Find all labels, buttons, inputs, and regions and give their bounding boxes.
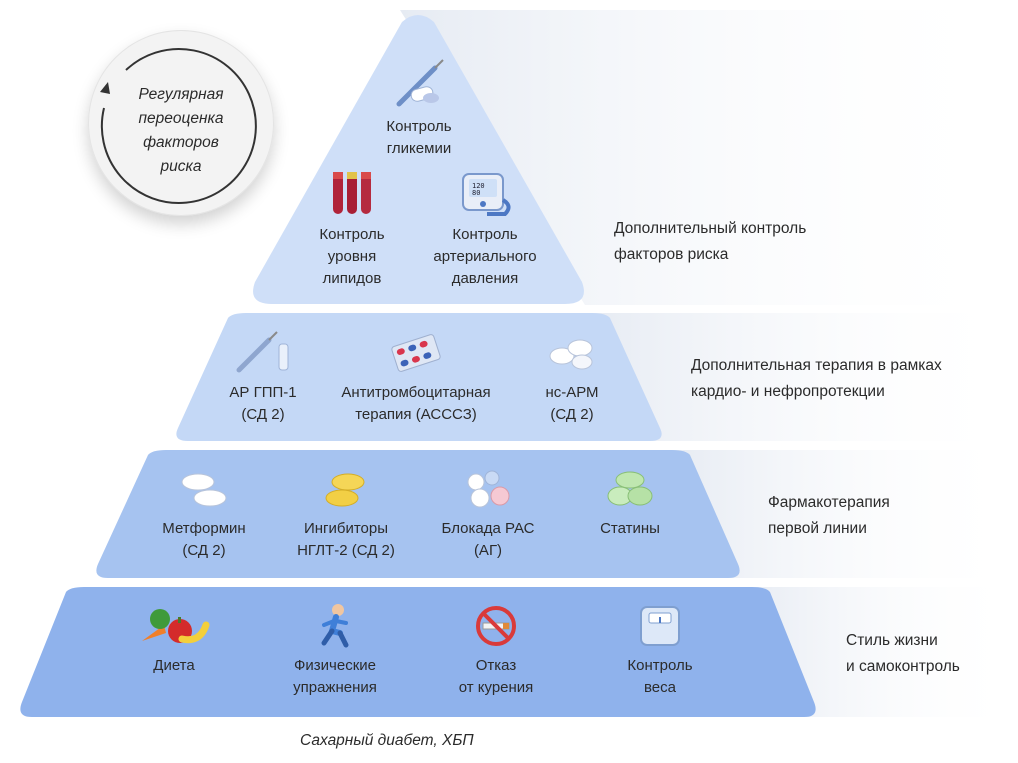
- item-label: Блокада РАС (АГ): [441, 520, 535, 559]
- white-pills-icon: [549, 339, 593, 370]
- item-glycemia: Контроль гликемии: [344, 58, 494, 160]
- item-antiplatelet: Антитромбоцитарная терапия (АСССЗ): [341, 330, 491, 426]
- glucose-syringe-icon: [396, 59, 444, 107]
- tier-top: [253, 15, 584, 304]
- item-label: Метформин (СД 2): [162, 520, 246, 559]
- green-tablets-icon: [607, 471, 653, 506]
- svg-text:120: 120: [472, 182, 485, 190]
- side-label-second: Дополнительная терапия в рамках кардио- …: [691, 357, 942, 400]
- mixed-pills-icon: [467, 470, 510, 508]
- item-label: Ингибиторы НГЛТ-2 (СД 2): [297, 520, 395, 559]
- tier-second: [176, 313, 662, 441]
- band-top: [400, 10, 1018, 305]
- item-label: АР ГПП-1 (СД 2): [229, 384, 297, 423]
- pyramid-caption: Сахарный диабет, ХБП: [300, 732, 474, 749]
- item-label: Контроль уровня липидов: [319, 226, 385, 287]
- blood-pressure-monitor-icon: 120 80: [462, 173, 511, 216]
- item-label: нс-АРМ (СД 2): [545, 384, 599, 423]
- item-glp1: АР ГПП-1 (СД 2): [188, 330, 338, 426]
- item-lipids: Контроль уровня липидов: [277, 170, 427, 290]
- item-label: Диета: [153, 657, 195, 674]
- vegetables-icon: [142, 609, 210, 644]
- blister-pack-icon: [391, 334, 441, 372]
- item-label: Статины: [600, 520, 660, 537]
- item-label: Антитромбоцитарная терапия (АСССЗ): [341, 384, 491, 423]
- cycle-circle: [88, 30, 274, 216]
- tier-third: [96, 450, 740, 578]
- white-tablets-icon: [181, 473, 227, 507]
- band-second: [590, 313, 1018, 441]
- blood-tubes-icon: [333, 172, 371, 214]
- item-ns-arm: нс-АРМ (СД 2): [497, 330, 647, 426]
- side-label-third: Фармакотерапия первой линии: [768, 494, 890, 537]
- item-label: Отказ от курения: [458, 657, 534, 696]
- item-sglt2: Ингибиторы НГЛТ-2 (СД 2): [271, 466, 421, 562]
- item-metformin: Метформин (СД 2): [129, 466, 279, 562]
- side-label-top: Дополнительный контроль факторов риска: [614, 220, 807, 263]
- side-label-base: Стиль жизни и самоконтроль: [846, 632, 960, 675]
- item-ras: Блокада РАС (АГ): [413, 466, 563, 562]
- item-blood-pressure: 120 80 Контроль артериального давления: [410, 170, 560, 290]
- no-smoking-icon: [476, 606, 516, 646]
- svg-text:80: 80: [472, 189, 480, 197]
- item-label: Физические упражнения: [293, 657, 377, 696]
- running-person-icon: [321, 604, 349, 648]
- item-label: Контроль гликемии: [386, 118, 452, 157]
- cycle-arrow-icon: [100, 47, 257, 204]
- yellow-tablets-icon: [325, 473, 365, 507]
- item-exercise: Физические упражнения: [260, 603, 410, 699]
- item-statins: Статины: [555, 466, 705, 540]
- tier-base: [20, 587, 816, 717]
- item-quit-smoking: Отказ от курения: [421, 603, 571, 699]
- item-label: Контроль веса: [627, 657, 693, 696]
- item-diet: Диета: [99, 603, 249, 677]
- injection-pen-icon: [236, 331, 289, 373]
- item-weight: Контроль веса: [585, 603, 735, 699]
- scale-icon: [640, 606, 680, 646]
- item-label: Контроль артериального давления: [433, 226, 537, 287]
- cycle-text: Регулярная переоценка факторов риска: [138, 86, 224, 175]
